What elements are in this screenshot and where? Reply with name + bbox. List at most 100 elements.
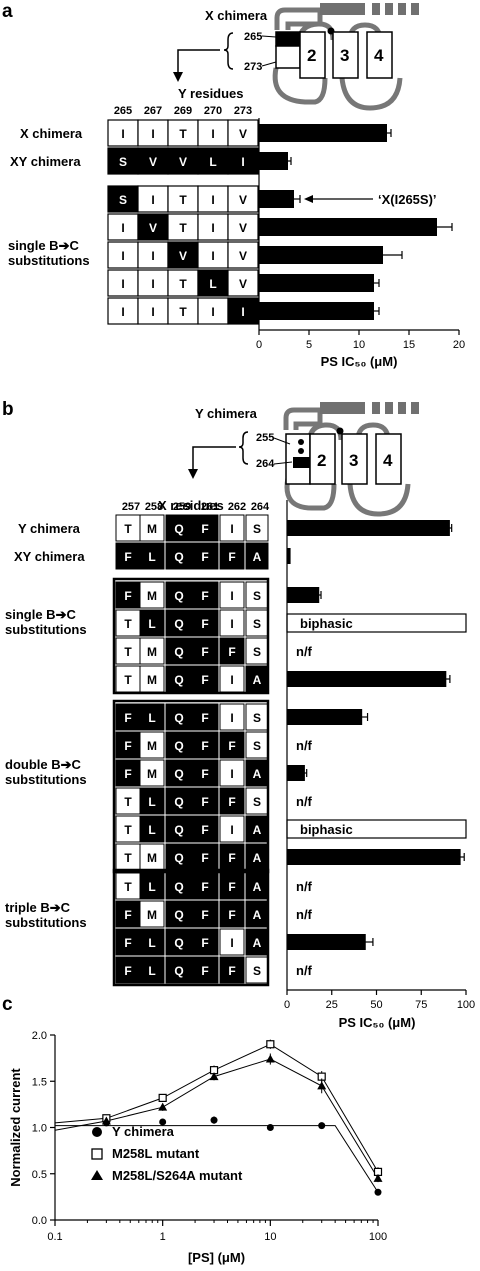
no-fit-label: n/f — [296, 644, 313, 659]
residue-letter: I — [211, 193, 214, 207]
residue-letter: M — [147, 673, 157, 687]
x-tick-label: 1 — [160, 1231, 166, 1243]
residue-cell — [219, 872, 245, 900]
residue-letter: I — [121, 127, 124, 141]
residue-cell — [197, 119, 229, 147]
residue-letter: I — [230, 711, 233, 725]
residue-letter: A — [253, 908, 262, 922]
residue-cell — [165, 731, 193, 759]
row-label: Y chimera — [18, 521, 81, 536]
residue-letter: M — [147, 851, 157, 865]
residue-letter: L — [148, 711, 155, 725]
residue-cell — [165, 815, 193, 843]
residue-letter: Q — [174, 908, 183, 922]
residue-letter: T — [124, 795, 132, 809]
residue-cell — [167, 241, 199, 269]
residue-letter: F — [124, 964, 131, 978]
residue-cell — [219, 731, 245, 759]
residue-letter: V — [239, 277, 247, 291]
residue-letter: F — [228, 851, 235, 865]
domain-2-label: 2 — [307, 46, 316, 65]
residue-cell — [139, 928, 165, 956]
residue-number: 269 — [174, 105, 192, 117]
residue-letter: F — [201, 964, 208, 978]
residue-letter: I — [230, 589, 233, 603]
residue-cell — [191, 581, 219, 609]
residue-letter: I — [241, 305, 244, 319]
bar — [287, 548, 291, 564]
y-tick-label: 0.0 — [32, 1215, 47, 1227]
residue-letter: A — [253, 673, 262, 687]
residue-number: 261 — [201, 501, 219, 513]
residue-letter: I — [121, 305, 124, 319]
residue-letter: M — [147, 589, 157, 603]
bar — [259, 218, 437, 236]
residue-letter: S — [253, 589, 261, 603]
row-label: XY chimera — [10, 154, 81, 169]
residue-letter: F — [201, 711, 208, 725]
no-fit-label: n/f — [296, 738, 313, 753]
residue-number: 270 — [204, 105, 222, 117]
residue-letter: S — [119, 155, 127, 169]
bar — [259, 302, 374, 320]
legend-circle-icon — [92, 1127, 102, 1137]
residue-cell — [165, 928, 193, 956]
arrowhead-icon — [304, 195, 313, 203]
residue-cell — [191, 900, 219, 928]
data-point — [210, 1116, 218, 1124]
residue-letter: Q — [174, 645, 183, 659]
residue-letter: F — [228, 908, 235, 922]
residue-number: 259 — [173, 501, 191, 513]
residue-letter: L — [148, 823, 155, 837]
residue-cell — [137, 269, 169, 297]
fit-curve — [55, 1125, 379, 1193]
residue-cell — [245, 542, 269, 570]
residue-cell — [191, 872, 219, 900]
residue-letter: T — [179, 221, 187, 235]
row-label: single B➔C — [5, 607, 76, 622]
residue-cell — [165, 514, 193, 542]
residue-letter: F — [228, 795, 235, 809]
residue-number: 267 — [144, 105, 162, 117]
residue-cell — [191, 759, 219, 787]
residue-letter: Q — [174, 617, 183, 631]
residue-cell — [227, 185, 259, 213]
residue-number: 258 — [145, 501, 163, 513]
residue-cell — [191, 665, 219, 693]
diagram-a-title: X chimera — [205, 8, 268, 23]
residue-cell — [227, 269, 259, 297]
residue-cell — [219, 928, 245, 956]
x-tick-label: 15 — [403, 339, 415, 351]
residue-letter: F — [201, 880, 208, 894]
biphasic-label: biphasic — [300, 616, 353, 631]
residue-letter: I — [211, 305, 214, 319]
residue-letter: V — [149, 221, 157, 235]
residue-letter: S — [253, 617, 261, 631]
residue-letter: F — [124, 711, 131, 725]
residue-cell — [139, 872, 165, 900]
residue-letter: F — [201, 550, 208, 564]
residue-letter: I — [121, 277, 124, 291]
residue-cell — [139, 731, 165, 759]
residue-letter: L — [148, 550, 155, 564]
fit-curve — [54, 1043, 379, 1173]
residue-letter: A — [253, 823, 262, 837]
residue-letter: S — [253, 739, 261, 753]
residue-letter: T — [124, 522, 132, 536]
bar — [259, 152, 288, 170]
residue-letter: V — [239, 127, 247, 141]
y-tick-label: 2.0 — [32, 1030, 47, 1042]
residue-cell — [165, 956, 193, 984]
residue-cell — [219, 665, 245, 693]
residue-cell — [115, 928, 141, 956]
residue-letter: T — [124, 673, 132, 687]
data-point — [209, 1072, 219, 1081]
bar — [287, 520, 450, 536]
residue-letter: Q — [174, 823, 183, 837]
residue-number: 262 — [228, 501, 246, 513]
residue-letter: F — [124, 550, 131, 564]
residue-letter: F — [228, 964, 235, 978]
residue-number: 265 — [114, 105, 132, 117]
residue-letter: T — [179, 193, 187, 207]
